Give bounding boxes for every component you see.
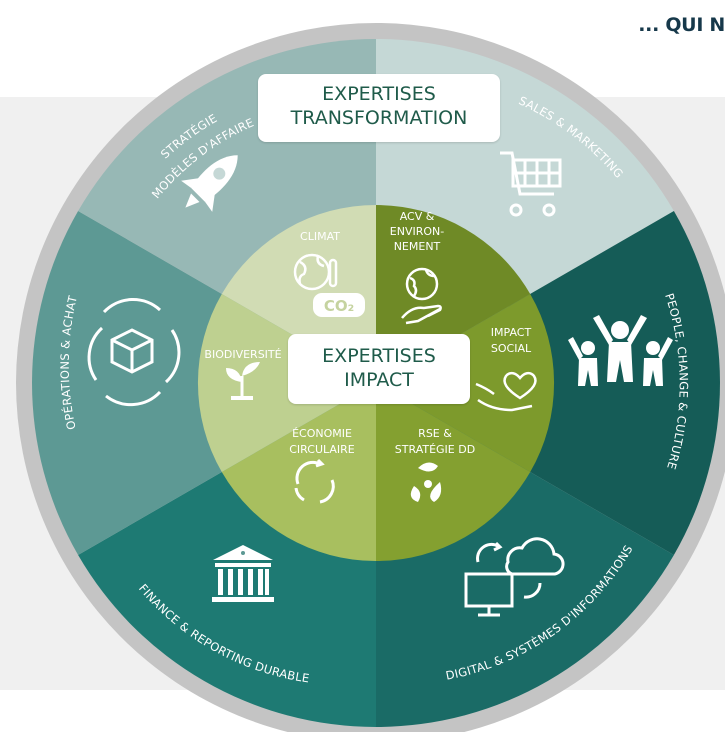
inner-segment-rse-strategie-dd: [376, 383, 531, 561]
box-cycle-icon: [87, 298, 181, 407]
inner-label-strategie-dd: STRATÉGIE DD: [395, 443, 475, 456]
impact-title-line-1: EXPERTISES: [322, 345, 436, 367]
globe-co2-icon: [293, 253, 365, 317]
inner-segment-biodiversite: [197, 294, 376, 472]
transformation-title-line-2: TRANSFORMATION: [290, 107, 468, 129]
circular-arrows-icon: [294, 458, 335, 504]
page-heading: ... QUI N: [638, 14, 725, 36]
inner-label-social: SOCIAL: [491, 342, 532, 355]
inner-label-acv-2: ENVIRON-: [390, 225, 444, 238]
inner-label-climat: CLIMAT: [300, 230, 340, 243]
inner-label-acv-3: NEMENT: [394, 240, 441, 253]
inner-label-economie: ÉCONOMIE: [292, 427, 352, 440]
impact-title-box: EXPERTISES IMPACT: [288, 334, 470, 404]
recycle-leaves-icon: [410, 462, 442, 502]
hand-globe-icon: [401, 267, 442, 325]
cloud-computer-icon: [464, 537, 565, 617]
inner-label-biodiversite: BIODIVERSITÉ: [204, 348, 281, 361]
inner-label-rse: RSE &: [418, 427, 452, 440]
inner-label-circulaire: CIRCULAIRE: [289, 443, 355, 456]
people-cheering-icon: [568, 315, 673, 386]
shopping-cart-icon: [500, 151, 562, 217]
transformation-title-line-1: EXPERTISES: [322, 83, 436, 105]
co2-glyph: CO₂: [324, 297, 354, 315]
bank-building-icon: [212, 545, 274, 602]
rocket-icon: [181, 155, 238, 212]
impact-title-line-2: IMPACT: [344, 369, 414, 391]
inner-label-impact: IMPACT: [491, 326, 532, 339]
transformation-title-box: EXPERTISES TRANSFORMATION: [258, 74, 500, 142]
hand-heart-icon: [475, 371, 537, 412]
inner-label-acv-1: ACV &: [400, 210, 435, 223]
sprout-icon: [226, 362, 260, 400]
